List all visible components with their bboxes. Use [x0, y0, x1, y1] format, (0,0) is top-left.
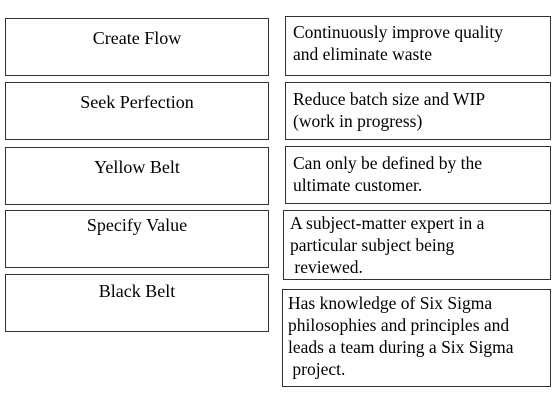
definition-line: ultimate customer. [293, 175, 423, 195]
definition-box-2[interactable]: Reduce batch size and WIP (work in progr… [285, 82, 551, 140]
term-box-create-flow[interactable]: Create Flow [5, 18, 269, 76]
definition-box-1[interactable]: Continuously improve quality and elimina… [285, 16, 551, 76]
term-box-black-belt[interactable]: Black Belt [5, 274, 269, 332]
definition-line: Can only be defined by the [293, 153, 483, 173]
term-label: Seek Perfection [80, 92, 194, 112]
term-label: Create Flow [92, 28, 182, 48]
definition-line: (work in progress) [293, 111, 423, 131]
definition-line: Reduce batch size and WIP [293, 89, 486, 109]
definition-line: leads a team during a Six Sigma [288, 337, 514, 357]
definition-line: Has knowledge of Six Sigma [288, 293, 493, 313]
definition-line: project. [288, 359, 346, 379]
definition-box-3[interactable]: Can only be defined by the ultimate cust… [285, 146, 551, 204]
term-box-yellow-belt[interactable]: Yellow Belt [5, 147, 269, 205]
definition-box-4[interactable]: A subject-matter expert in a particular … [283, 210, 551, 280]
term-box-seek-perfection[interactable]: Seek Perfection [5, 82, 269, 140]
definition-line: A subject-matter expert in a [290, 213, 485, 233]
definition-line: particular subject being [290, 235, 455, 255]
term-box-specify-value[interactable]: Specify Value [5, 210, 269, 268]
term-label: Yellow Belt [94, 157, 180, 177]
definition-box-5[interactable]: Has knowledge of Six Sigma philosophies … [282, 289, 551, 387]
definition-line: reviewed. [290, 257, 363, 277]
definition-line: and eliminate waste [293, 44, 432, 64]
definition-line: philosophies and principles and [288, 315, 510, 335]
term-label: Black Belt [98, 281, 176, 301]
term-label: Specify Value [86, 215, 188, 235]
definition-line: Continuously improve quality [293, 22, 503, 42]
